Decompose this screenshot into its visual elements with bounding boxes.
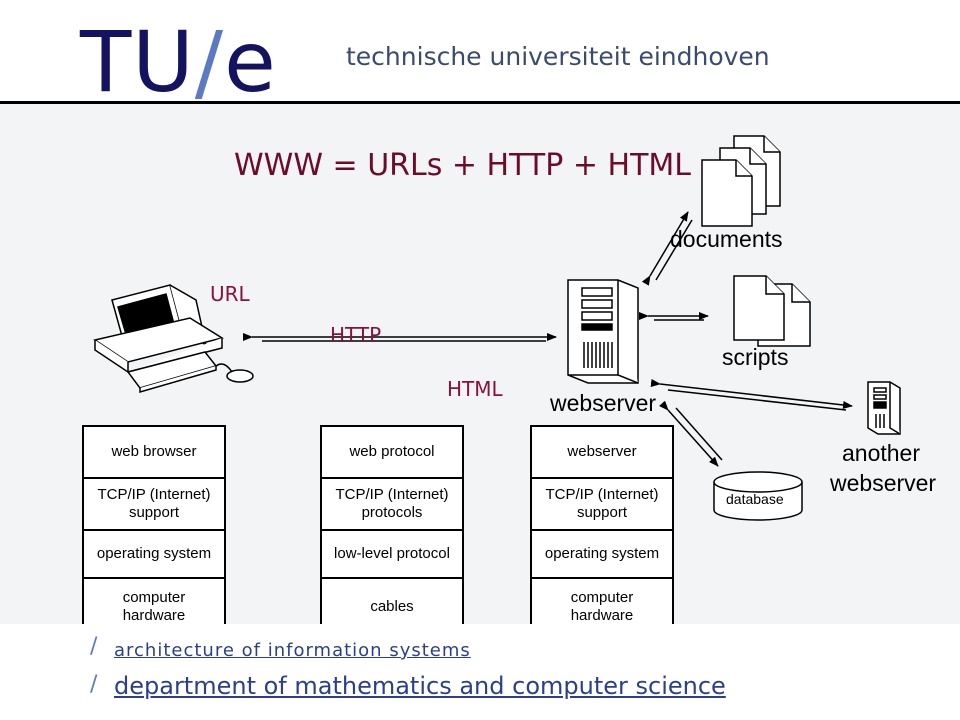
network-stack: web protocol TCP/IP (Internet)protocols … (320, 425, 464, 637)
client-stack: web browser TCP/IP (Internet)support ope… (82, 425, 226, 637)
stack-layer: web browser (84, 427, 224, 479)
another-webserver-label: webserver (830, 470, 937, 496)
database-icon (713, 471, 803, 521)
stack-layer: cables (370, 598, 414, 615)
stack-layer: operating system (532, 531, 672, 579)
tue-logo: TU/e (80, 20, 277, 104)
slide-title: WWW = URLs + HTTP + HTML (234, 148, 692, 183)
documents-icon (701, 135, 781, 227)
scripts-label: scripts (722, 344, 789, 370)
logo-slash: / (194, 13, 225, 111)
stack-layer: low-level protocol (322, 531, 462, 579)
webserver-icon (567, 279, 639, 384)
header: TU/e technische universiteit eindhoven (0, 0, 960, 104)
header-divider (0, 101, 960, 104)
logo-e: e (224, 13, 277, 111)
another-webserver-arrow (650, 379, 853, 409)
course-link[interactable]: architecture of information systems (114, 640, 471, 661)
department-link[interactable]: department of mathematics and computer s… (114, 672, 726, 700)
http-label: HTTP (330, 323, 382, 347)
footer-slash: / (90, 634, 98, 659)
another-webserver-icon (867, 381, 901, 435)
footer-slash: / (90, 672, 98, 697)
another-label: another (842, 440, 921, 466)
logo-tu: TU (80, 13, 195, 111)
webserver-label: webserver (550, 390, 657, 416)
university-name: technische universiteit eindhoven (346, 42, 770, 71)
database-arrow (659, 400, 719, 467)
stack-layer: web protocol (322, 427, 462, 479)
database-label: database (726, 491, 784, 507)
documents-label: documents (670, 226, 783, 252)
server-stack: webserver TCP/IP (Internet)support opera… (530, 425, 674, 637)
stack-layer: operating system (84, 531, 224, 579)
stack-layer: TCP/IP (Internet)protocols (322, 479, 462, 531)
html-label: HTML (447, 377, 503, 401)
stack-layer: webserver (532, 427, 672, 479)
url-label: URL (210, 282, 250, 306)
documents-arrow (641, 211, 689, 286)
stack-layer: TCP/IP (Internet)support (84, 479, 224, 531)
computer-icon (93, 284, 254, 393)
footer: / architecture of information systems / … (0, 624, 960, 720)
stack-layer: TCP/IP (Internet)support (532, 479, 672, 531)
scripts-icon (733, 275, 811, 347)
